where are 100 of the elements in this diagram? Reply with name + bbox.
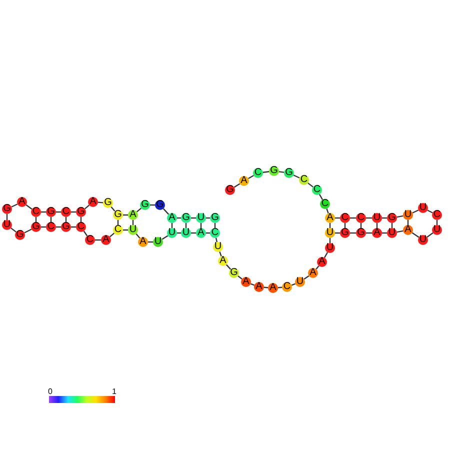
backbone-line [427, 210, 433, 214]
nucleotide-circle: C [432, 210, 442, 220]
backbone-line [396, 230, 404, 233]
backbone-line [215, 238, 218, 242]
nucleotide-circle: G [76, 207, 86, 217]
nucleotide-circle: A [254, 282, 264, 292]
nucleotide-circle: C [299, 175, 309, 185]
backbone-line [234, 183, 240, 188]
nucleotide-circle: A [17, 197, 27, 207]
nucleotide-circle: G [356, 228, 366, 238]
nucleotide-circle: U [128, 225, 138, 235]
nucleotide-circle: G [210, 213, 220, 223]
nucleotide-circle: A [196, 228, 206, 238]
nucleotide-circle: G [225, 185, 235, 195]
nucleotide-circle: U [295, 277, 305, 287]
nucleotide-circle: U [213, 242, 223, 252]
backbone-line [136, 233, 140, 239]
nucleotide-circle: U [2, 220, 12, 230]
nucleotide-circle: G [340, 228, 350, 238]
backbone-line [162, 235, 168, 240]
nucleotide-circle: C [61, 207, 71, 217]
nucleotide-circle: A [325, 213, 335, 223]
backbone-line [110, 206, 116, 212]
nucleotide-circle: U [372, 213, 382, 223]
backbone-line [219, 252, 222, 256]
nucleotide-circle: G [181, 213, 191, 223]
nucleotide-circle: G [61, 222, 71, 232]
nucleotide-circle: G [387, 213, 397, 223]
nucleotide-circle: U [181, 228, 191, 238]
nucleotide-circle: A [317, 257, 327, 267]
nucleotide-circle: U [325, 243, 335, 253]
scale-label: 1 [112, 388, 116, 396]
nucleotide-circle: C [210, 228, 220, 238]
nucleotide-circle: U [167, 228, 177, 238]
nucleotide-circle: A [241, 277, 251, 287]
backbone-line [308, 182, 314, 188]
nucleotide-circle: G [31, 222, 41, 232]
nucleotide-circle: C [253, 168, 263, 178]
backbone-line [24, 228, 32, 234]
nucleotide-circle: G [113, 210, 123, 220]
backbone-line [98, 202, 104, 204]
nucleotide-circle: U [418, 203, 428, 213]
nucleotide-circle: A [372, 228, 382, 238]
nucleotide-circle: A [403, 225, 413, 235]
nucleotide-circle: C [31, 207, 41, 217]
nucleotide-circle: A [218, 256, 228, 266]
nucleotide-circle: C [113, 225, 123, 235]
backbone-line [293, 174, 300, 178]
backbone-line [109, 232, 115, 238]
nucleotide-circle: C [282, 282, 292, 292]
nucleotide-circle: G [103, 198, 113, 208]
nucleotide-circle: A [138, 237, 148, 247]
nucleotide-circle: A [239, 176, 249, 186]
nucleotide-circle: C [320, 199, 330, 209]
backbone-line [10, 228, 16, 232]
nucleotide-circle: U [153, 237, 163, 247]
backbone-line [412, 210, 419, 214]
nucleotide-circle: G [284, 168, 294, 178]
nucleotide-circle: C [340, 213, 350, 223]
nucleotide-circle: U [325, 228, 335, 238]
nucleotide-circle: C [312, 185, 322, 195]
nucleotide-circle: C [46, 222, 56, 232]
backbone-line [326, 208, 329, 214]
backbone-line [278, 171, 284, 173]
scale-label: 0 [48, 388, 52, 396]
nucleotide-circle: A [88, 197, 98, 207]
nucleotide-circle: A [101, 235, 111, 245]
nucleotide-circle: G [46, 207, 56, 217]
nucleotide-circle: A [308, 268, 318, 278]
backbone-line [426, 232, 434, 238]
nucleotide-circle: G [2, 204, 12, 214]
nucleotide-circle: C [76, 222, 86, 232]
backbone-line [84, 204, 90, 210]
nucleotide-circle: U [418, 235, 428, 245]
backbone-line [11, 204, 18, 208]
nucleotide-circle: G [15, 230, 25, 240]
backbone-line [262, 171, 270, 173]
nucleotide-circle: A [268, 283, 278, 293]
nucleotide-circle: A [128, 210, 138, 220]
backbone-line [396, 215, 404, 218]
backbone-line [324, 252, 328, 258]
nucleotide-circle: U [196, 213, 206, 223]
nucleotide-circle: G [140, 200, 150, 210]
backbone-line [226, 264, 232, 270]
backbone-line [318, 194, 324, 200]
backbone-line [238, 276, 242, 280]
nucleotide-circle: G [269, 166, 279, 176]
nucleotide-circle: C [85, 235, 95, 245]
backbone-line [162, 208, 170, 215]
backbone-line [26, 204, 32, 210]
nucleotide-circle: U [403, 210, 413, 220]
nucleotide-circle: U [432, 225, 442, 235]
backbone-line [136, 208, 142, 212]
nucleotide-circle: C [356, 213, 366, 223]
backbone-line [316, 265, 320, 270]
nucleotide-circle: U [387, 228, 397, 238]
nucleotide-circle: G [229, 268, 239, 278]
nucleotide-circle: G [155, 200, 165, 210]
backbone-line [248, 174, 254, 180]
nucleotide-circle: A [167, 213, 177, 223]
